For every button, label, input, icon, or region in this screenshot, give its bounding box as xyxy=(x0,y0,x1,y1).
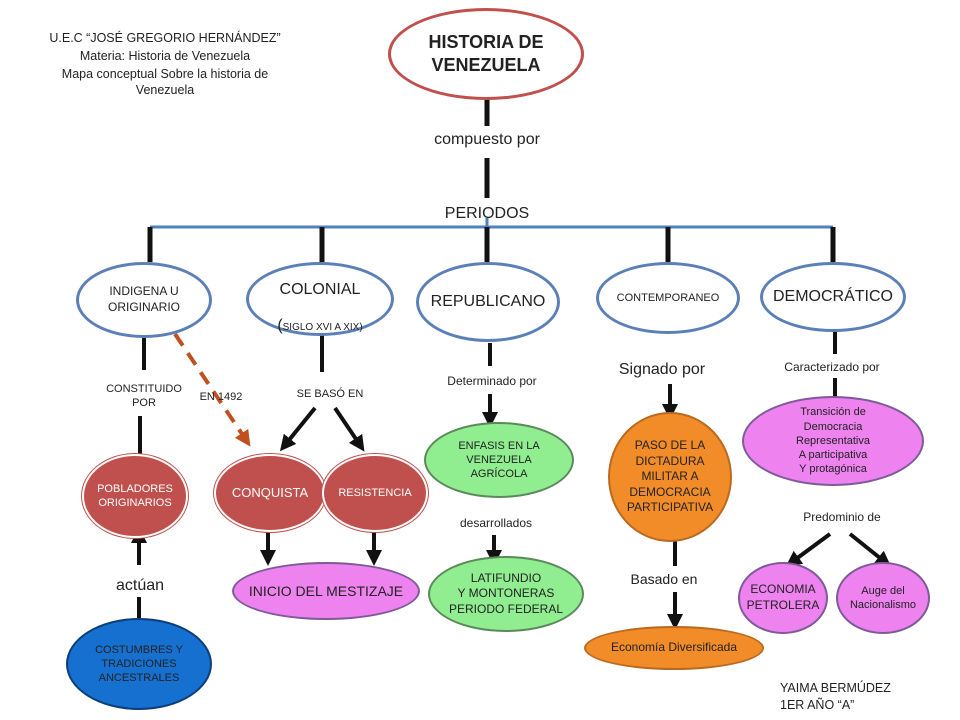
node-paso-label: PASO DE LA DICTADURA MILITAR A DEMOCRACI… xyxy=(626,438,714,515)
colonial-sub: SIGLO XVI A XIX) xyxy=(282,322,363,334)
colonial-paren: ( xyxy=(277,317,283,335)
period-colonial: COLONIAL (SIGLO XVI A XIX) xyxy=(246,262,394,336)
link-periodos: PERIODOS xyxy=(444,205,530,222)
node-costumbres-label: COSTUMBRES Y TRADICIONES ANCESTRALES xyxy=(95,643,183,685)
link-se-baso-en: SE BASÓ EN xyxy=(296,388,364,400)
colonial-label: COLONIAL xyxy=(279,280,361,298)
period-republicano: REPUBLICANO xyxy=(416,262,560,342)
node-latifundio: LATIFUNDIO Y MONTONERAS PERIODO FEDERAL xyxy=(428,556,584,632)
node-mestizaje-label: INICIO DEL MESTIZAJE xyxy=(248,582,404,599)
node-pobladores: POBLADORES ORIGINARIOS xyxy=(82,454,188,538)
author-name: YAIMA BERMÚDEZ xyxy=(780,681,891,695)
link-constituido-por: CONSTITUIDO POR xyxy=(106,383,182,410)
node-economia-petrolera: ECONOMIA PETROLERA xyxy=(738,562,828,634)
link-basado-en: Basado en xyxy=(630,571,698,587)
period-contemporaneo-label: CONTEMPORANEO xyxy=(616,291,720,304)
node-enfasis-label: ENFASIS EN LA VENEZUELA AGRÍCOLA xyxy=(458,439,540,481)
node-economia-div-label: Economía Diversificada xyxy=(610,640,738,655)
period-contemporaneo: CONTEMPORANEO xyxy=(596,262,740,334)
link-en-1492: EN 1492 xyxy=(199,391,243,403)
node-economia-pet-label: ECONOMIA PETROLERA xyxy=(746,582,820,612)
node-paso-dictadura: PASO DE LA DICTADURA MILITAR A DEMOCRACI… xyxy=(608,412,732,542)
header-subject: Materia: Historia de Venezuela xyxy=(79,49,251,63)
link-desarrollados: desarrollados xyxy=(459,516,533,530)
period-indigena-label: INDIGENA U ORIGINARIO xyxy=(107,284,180,314)
node-resistencia: RESISTENCIA xyxy=(322,454,428,532)
link-predominio-de: Predominio de xyxy=(803,510,881,524)
se-baso-arrow-right xyxy=(333,406,365,452)
root-historia-venezuela: HISTORIA DE VENEZUELA xyxy=(388,8,584,100)
node-economia-diversificada: Economía Diversificada xyxy=(584,626,764,670)
period-democratico-label: DEMOCRÁTICO xyxy=(773,287,893,305)
node-conquista-label: CONQUISTA xyxy=(231,484,309,500)
period-republicano-label: REPUBLICANO xyxy=(430,292,546,310)
node-auge-nacionalismo: Auge del Nacionalismo xyxy=(836,562,930,634)
header-topic: Mapa conceptual Sobre la historia de Ven… xyxy=(61,67,269,98)
node-transicion-label: Transición de Democracia Representativa … xyxy=(796,406,870,476)
link-caracterizado-por: Caracterizado por xyxy=(784,360,880,374)
link-compuesto-por: compuesto por xyxy=(434,131,540,148)
author-grade: 1ER AÑO “A” xyxy=(780,698,855,712)
node-auge-label: Auge del Nacionalismo xyxy=(849,584,917,611)
node-mestizaje: INICIO DEL MESTIZAJE xyxy=(232,562,420,620)
node-resistencia-label: RESISTENCIA xyxy=(338,486,412,499)
period-democratico: DEMOCRÁTICO xyxy=(760,262,906,332)
node-transicion: Transición de Democracia Representativa … xyxy=(742,396,924,486)
link-determinado-por: Determinado por xyxy=(447,374,537,388)
node-conquista: CONQUISTA xyxy=(214,454,326,532)
period-indigena: INDIGENA U ORIGINARIO xyxy=(76,262,212,338)
se-baso-arrow-left xyxy=(279,406,317,452)
node-enfasis: ENFASIS EN LA VENEZUELA AGRÍCOLA xyxy=(424,422,574,498)
node-costumbres: COSTUMBRES Y TRADICIONES ANCESTRALES xyxy=(66,618,212,710)
predominio-arrow-left xyxy=(785,532,832,567)
predominio-arrow-right xyxy=(848,532,892,567)
link-signado-por: Signado por xyxy=(618,361,706,378)
link-actuan: actúan xyxy=(115,577,165,594)
node-pobladores-label: POBLADORES ORIGINARIOS xyxy=(97,482,173,509)
node-latifundio-label: LATIFUNDIO Y MONTONERAS PERIODO FEDERAL xyxy=(448,570,564,616)
root-title: HISTORIA DE VENEZUELA xyxy=(428,31,544,75)
header-school: U.E.C “JOSÉ GREGORIO HERNÁNDEZ” xyxy=(49,31,281,45)
